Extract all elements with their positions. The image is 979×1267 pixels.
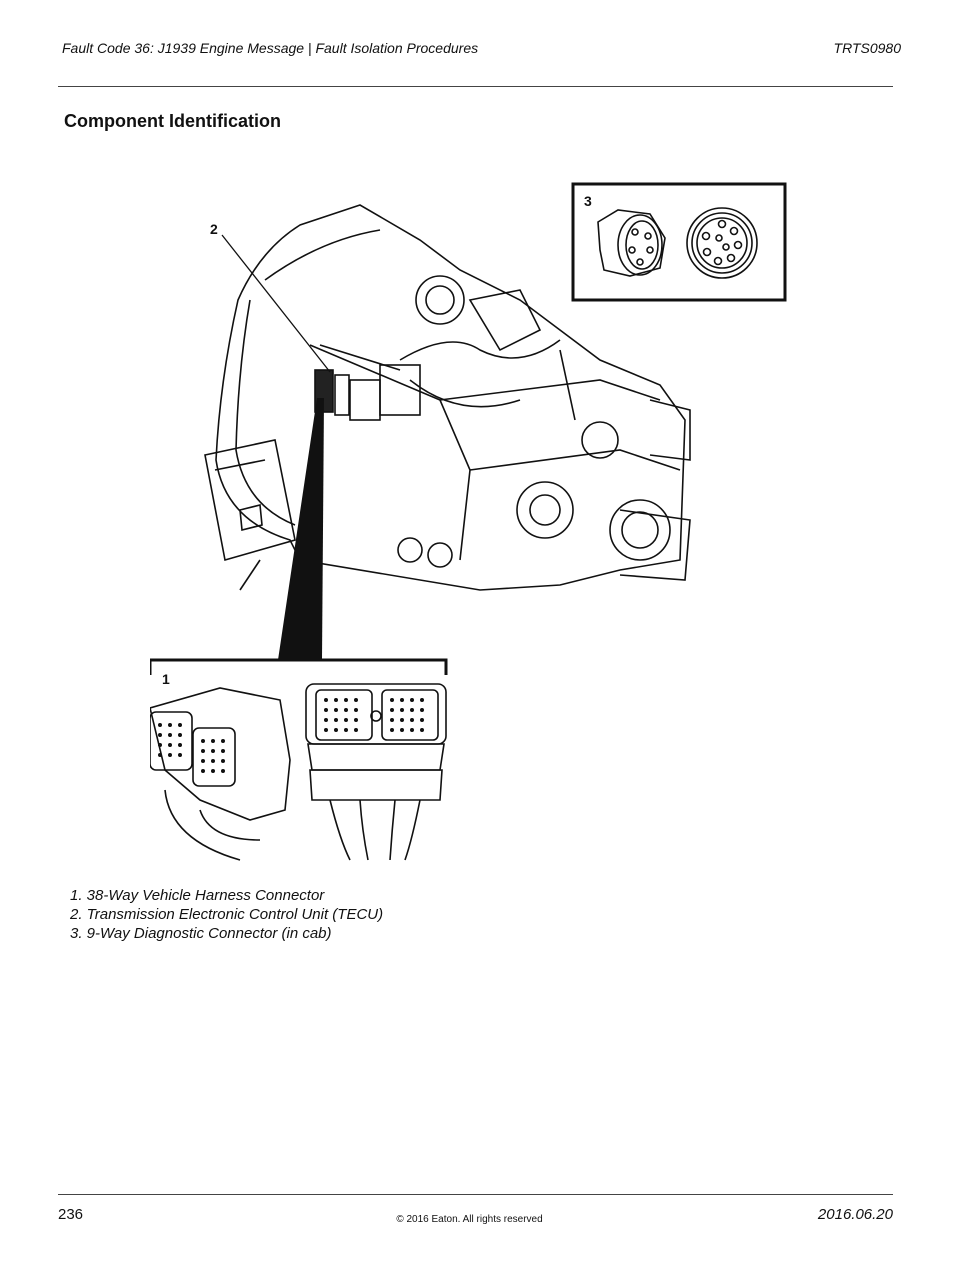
diagnostic-connector-inset (571, 182, 787, 302)
caption-list: 1. 38-Way Vehicle Harness Connector 2. T… (70, 886, 383, 943)
section-title: Component Identification (64, 111, 281, 131)
page-number: 236 (58, 1206, 84, 1223)
caption-item: 3. 9-Way Diagnostic Connector (in cab) (70, 925, 332, 942)
caption-item: 2. Transmission Electronic Control Unit … (70, 906, 384, 923)
zoom-wedge (278, 398, 324, 660)
revision-date: 2016.06.20 (817, 1206, 893, 1223)
caption-item: 1. 38-Way Vehicle Harness Connector (70, 887, 325, 904)
copyright: © 2016 Eaton. All rights reserved (396, 1214, 543, 1225)
callout-3: 3 (584, 193, 592, 209)
callout-1: 1 (162, 671, 170, 687)
callout-2: 2 (210, 221, 218, 237)
harness-connector-inset (150, 658, 448, 675)
header-title: Fault Code 36: J1939 Engine Message | Fa… (62, 40, 479, 56)
document-id: TRTS0980 (833, 40, 901, 56)
component-illustration: 2 3 1 (150, 182, 787, 861)
header-divider (58, 86, 893, 87)
footer-divider (58, 1194, 893, 1195)
